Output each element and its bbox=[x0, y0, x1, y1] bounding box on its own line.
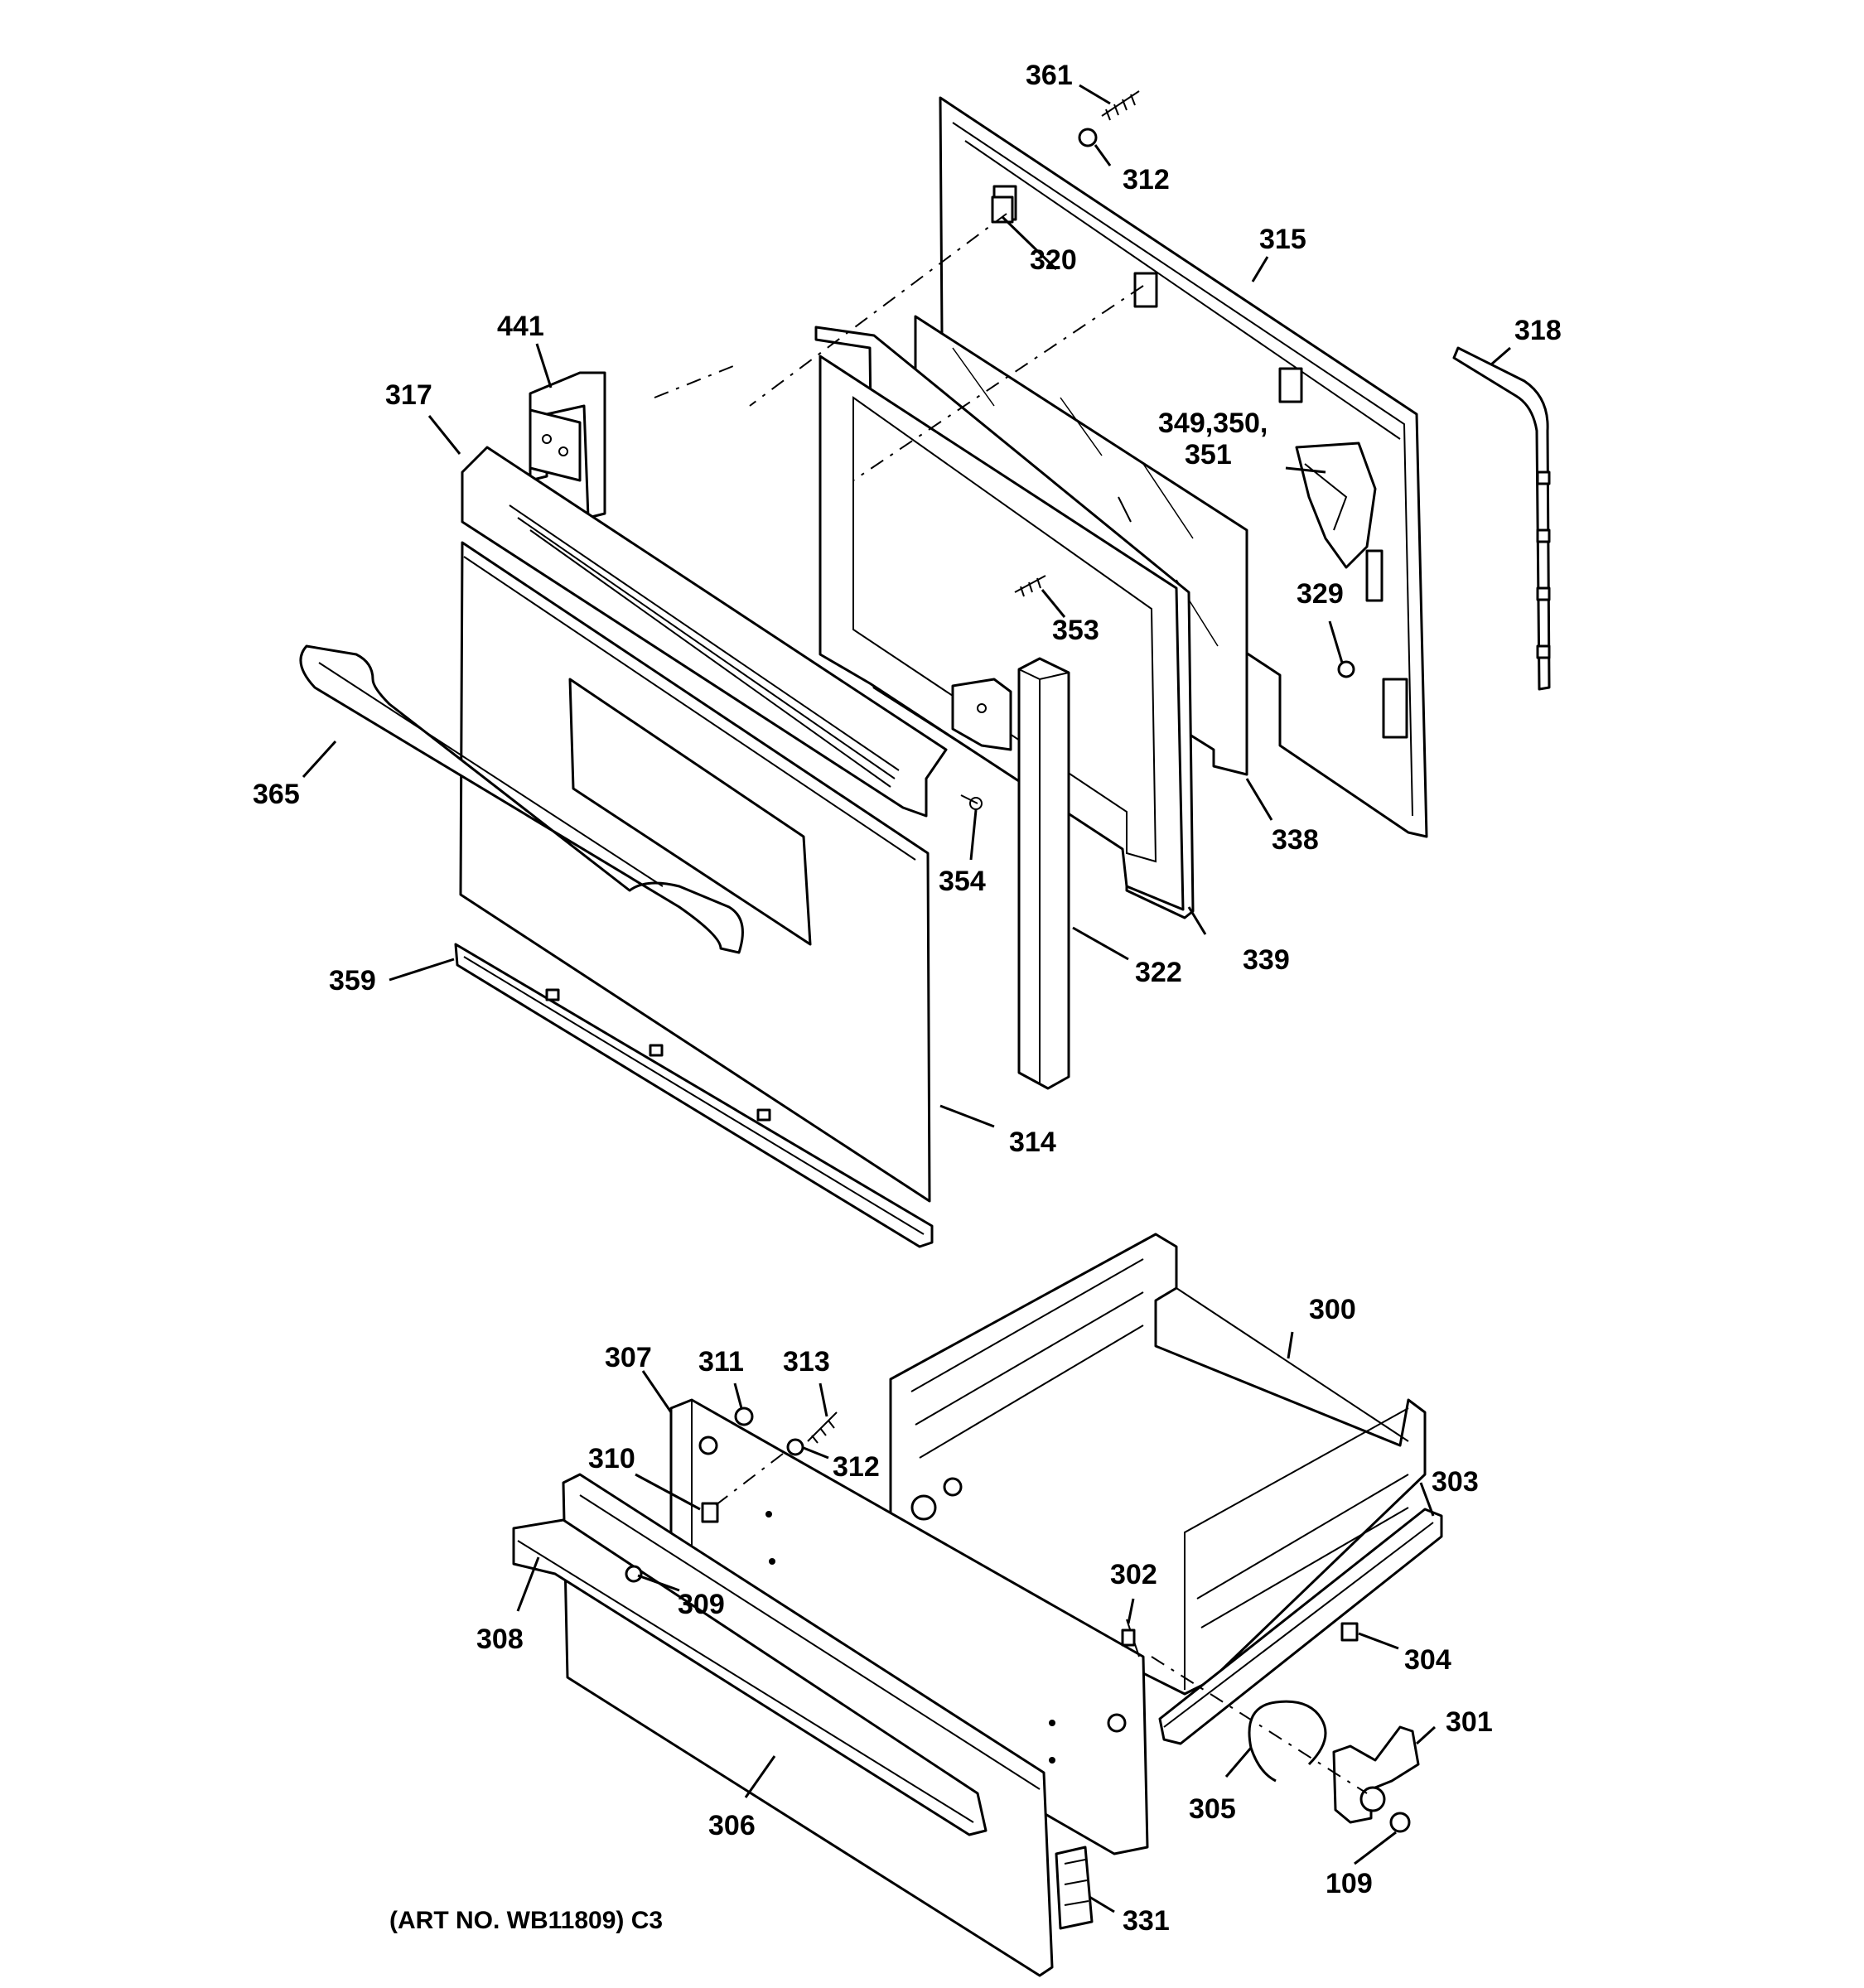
alignment-line bbox=[712, 1453, 784, 1508]
callout-310: 310 bbox=[588, 1443, 635, 1474]
alignment-line bbox=[852, 285, 1144, 481]
door-frame-339 bbox=[814, 326, 1195, 919]
washer-312-lower bbox=[786, 1438, 804, 1456]
door-panel-314 bbox=[459, 541, 931, 1203]
drawer-rail-303 bbox=[1158, 1508, 1443, 1745]
hinge-bracket-441 bbox=[529, 371, 606, 519]
callout-349-350: 349,350, bbox=[1158, 408, 1268, 439]
callout-338: 338 bbox=[1272, 824, 1319, 856]
callout-301: 301 bbox=[1446, 1706, 1493, 1738]
callout-365: 365 bbox=[253, 779, 300, 810]
callout-labels: 361 312 320 315 318 441 317 349,350, 351… bbox=[253, 60, 1562, 1937]
door-rail-359 bbox=[454, 943, 934, 1248]
callout-320: 320 bbox=[1030, 244, 1077, 276]
alignment-line bbox=[1151, 1656, 1368, 1794]
door-liner-315 bbox=[939, 96, 1428, 838]
callout-312: 312 bbox=[1123, 164, 1170, 195]
callout-441: 441 bbox=[497, 311, 544, 342]
spring-clip-305 bbox=[1248, 1700, 1327, 1783]
callout-339: 339 bbox=[1243, 944, 1290, 976]
insulation-349-351 bbox=[1295, 442, 1377, 569]
screw-354 bbox=[960, 794, 983, 810]
callout-318: 318 bbox=[1514, 315, 1562, 346]
glide-304 bbox=[1340, 1622, 1359, 1642]
callout-302: 302 bbox=[1110, 1559, 1157, 1590]
clip-310 bbox=[701, 1502, 719, 1523]
callout-322: 322 bbox=[1135, 957, 1182, 988]
alignment-line bbox=[749, 213, 1007, 407]
callout-309: 309 bbox=[678, 1589, 725, 1620]
side-channel-322 bbox=[1017, 657, 1070, 1090]
callout-315: 315 bbox=[1259, 224, 1306, 255]
screw-361 bbox=[1101, 90, 1140, 121]
clip-320 bbox=[991, 195, 1014, 224]
callout-359: 359 bbox=[329, 965, 376, 996]
callout-361: 361 bbox=[1026, 60, 1073, 91]
callout-317: 317 bbox=[385, 379, 432, 411]
leader-lines bbox=[302, 84, 1511, 1913]
callout-313: 313 bbox=[783, 1346, 830, 1378]
callout-109: 109 bbox=[1326, 1868, 1373, 1899]
callout-303: 303 bbox=[1432, 1466, 1479, 1498]
callout-308: 308 bbox=[476, 1624, 524, 1655]
callout-307: 307 bbox=[605, 1342, 652, 1373]
plug-329 bbox=[1337, 660, 1355, 678]
screw-313 bbox=[807, 1411, 838, 1444]
roller-bracket-301 bbox=[1332, 1725, 1420, 1824]
drawer-trim-308 bbox=[512, 1518, 988, 1836]
bracket-354 bbox=[951, 678, 1012, 751]
vent-trim-317 bbox=[461, 446, 948, 818]
nut-311 bbox=[734, 1407, 754, 1426]
callout-306: 306 bbox=[708, 1810, 756, 1841]
callout-329: 329 bbox=[1297, 578, 1344, 610]
washer-312-upper bbox=[1078, 128, 1098, 147]
callout-304: 304 bbox=[1404, 1644, 1451, 1676]
callout-331: 331 bbox=[1123, 1905, 1170, 1937]
screw-353 bbox=[1014, 575, 1046, 597]
callout-300: 300 bbox=[1309, 1294, 1356, 1325]
art-number: (ART NO. WB11809) C3 bbox=[389, 1907, 663, 1934]
screw-302 bbox=[1121, 1619, 1140, 1657]
gasket-318 bbox=[1452, 346, 1551, 691]
callout-354: 354 bbox=[939, 866, 986, 897]
bracket-331 bbox=[1055, 1846, 1094, 1930]
nut-109 bbox=[1389, 1812, 1411, 1833]
alignment-line bbox=[654, 364, 738, 398]
callout-312-lower: 312 bbox=[833, 1451, 880, 1483]
callout-311: 311 bbox=[698, 1346, 744, 1378]
callout-351: 351 bbox=[1185, 439, 1232, 470]
door-handle-365 bbox=[299, 644, 744, 954]
callout-314: 314 bbox=[1009, 1127, 1056, 1158]
callout-305: 305 bbox=[1189, 1793, 1236, 1825]
callout-353: 353 bbox=[1052, 615, 1099, 646]
